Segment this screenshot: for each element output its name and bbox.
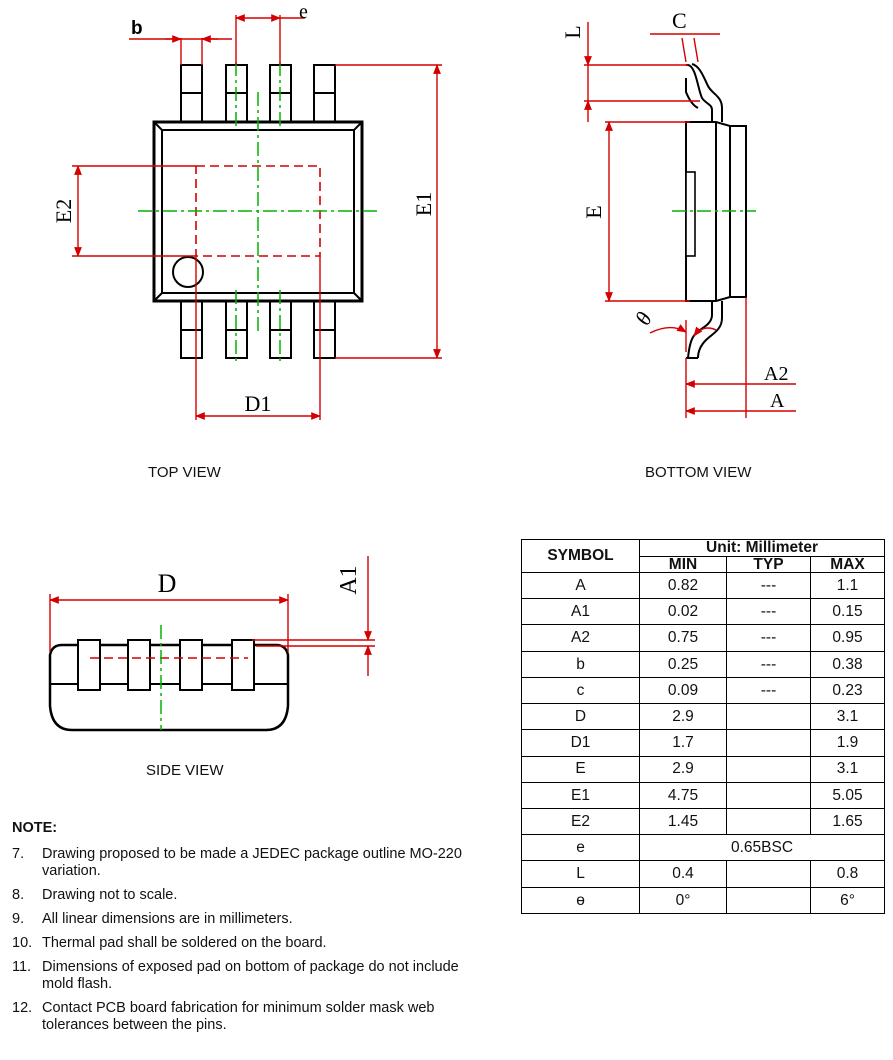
note-item: 10.Thermal pad shall be soldered on the … xyxy=(12,935,327,951)
header-unit: Unit: Millimeter xyxy=(638,539,886,557)
top-view-dimensions xyxy=(72,14,442,420)
note-item: 11.Dimensions of exposed pad on bottom o… xyxy=(12,959,459,992)
bottom-view: L C E θ A2 A xyxy=(560,8,796,418)
top-view: b e E2 E1 D1 xyxy=(51,1,442,420)
dim-label-e1: E1 xyxy=(411,192,436,216)
top-view-labels: b e E2 E1 D1 xyxy=(51,1,436,416)
dim-label-a: A xyxy=(770,390,785,412)
header-symbol: SYMBOL xyxy=(521,539,640,573)
note-item: 7.Drawing proposed to be made a JEDEC pa… xyxy=(12,846,462,879)
dim-label-e: E xyxy=(581,205,606,218)
side-view: D A1 xyxy=(48,556,375,732)
notes-title: NOTE: xyxy=(12,820,58,836)
note-item: 9.All linear dimensions are in millimete… xyxy=(12,911,293,927)
side-view-body xyxy=(48,643,290,732)
table-row: e 0.65BSC xyxy=(521,834,886,862)
dim-label-l: L xyxy=(560,25,585,38)
dim-label-e2: E2 xyxy=(51,199,76,223)
dim-label-d: D xyxy=(158,569,177,598)
bottom-view-labels: L C E θ A2 A xyxy=(560,8,788,412)
top-view-center-lines xyxy=(138,62,378,362)
side-view-labels: D A1 xyxy=(158,565,362,598)
dim-label-b: b xyxy=(131,18,143,39)
header-max: MAX xyxy=(809,555,886,573)
dim-label-e: e xyxy=(299,1,308,23)
dim-label-a1: A1 xyxy=(336,565,362,594)
side-view-dimensions xyxy=(49,556,375,676)
header-typ: TYP xyxy=(726,555,811,573)
dim-label-a2: A2 xyxy=(764,363,788,385)
note-item: 8.Drawing not to scale. xyxy=(12,887,178,903)
header-min: MIN xyxy=(639,555,727,573)
caption-side-view: SIDE VIEW xyxy=(146,762,224,779)
dim-label-c: C xyxy=(672,8,687,33)
bottom-view-dimensions xyxy=(584,22,796,418)
caption-top-view: TOP VIEW xyxy=(148,464,221,481)
dim-label-theta: θ xyxy=(630,308,657,329)
caption-bottom-view: BOTTOM VIEW xyxy=(645,464,752,481)
bottom-view-lead xyxy=(685,63,723,359)
note-item: 12.Contact PCB board fabrication for min… xyxy=(12,1000,435,1033)
notes-section: NOTE: 7.Drawing proposed to be made a JE… xyxy=(12,820,482,1041)
dim-label-d1: D1 xyxy=(245,391,272,416)
side-view-pins xyxy=(77,639,255,691)
